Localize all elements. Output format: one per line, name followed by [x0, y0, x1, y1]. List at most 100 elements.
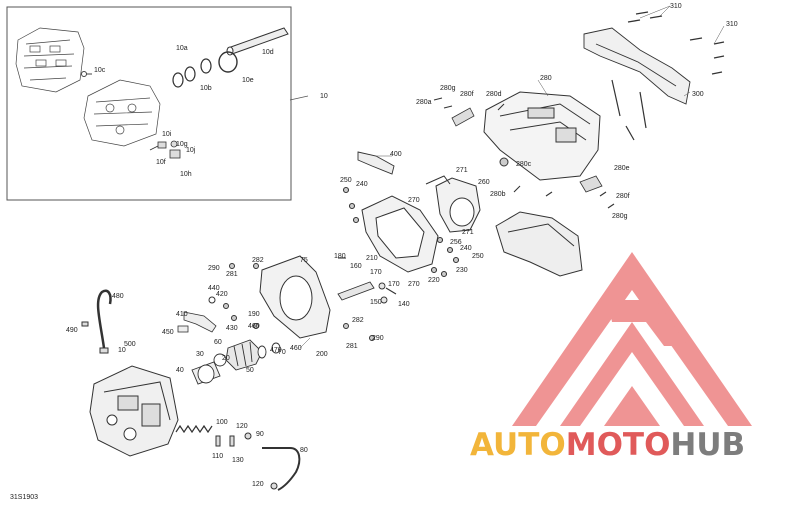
part-label-500: 500	[124, 341, 136, 348]
part-label-280: 280	[540, 75, 552, 82]
bracket-400	[357, 151, 395, 175]
part-label-120-2: 120	[252, 481, 264, 488]
part-label-10j: 10j	[186, 147, 196, 154]
part-label-271: 271	[456, 167, 468, 174]
part-label-420: 420	[216, 291, 228, 298]
part-label-140: 140	[398, 301, 410, 308]
part-label-280d: 280d	[486, 91, 502, 98]
part-label-10e: 10e	[242, 77, 254, 84]
diagram-code: 31S1903	[10, 494, 38, 501]
linkage-160	[337, 281, 388, 304]
part-label-490: 490	[66, 327, 78, 334]
part-label-130: 130	[232, 457, 244, 464]
gearbox-10	[89, 365, 179, 457]
shield-lower-280	[495, 211, 583, 277]
part-label-280f: 280f	[460, 91, 474, 98]
watermark-moto: MOTO	[566, 427, 671, 463]
engine-block-upper	[15, 27, 85, 93]
part-label-280f-2: 280f	[616, 193, 630, 200]
part-label-10f: 10f	[156, 159, 166, 166]
part-label-170: 170	[370, 269, 382, 276]
part-label-10c: 10c	[94, 67, 106, 74]
part-label-150: 150	[370, 299, 382, 306]
clip-120	[270, 482, 278, 490]
part-label-10g: 10g	[176, 141, 188, 148]
cover-280	[483, 91, 601, 181]
part-label-280g-2: 280g	[612, 213, 628, 220]
part-label-280e: 280e	[614, 165, 630, 172]
part-label-440: 440	[208, 285, 220, 292]
hose-480	[96, 289, 112, 349]
watermark-text: AUTOMOTOHUB	[470, 427, 745, 463]
part-label-50: 50	[246, 367, 254, 374]
bracket-271	[425, 175, 451, 185]
part-label-75: 75	[300, 257, 308, 264]
part-label-410: 410	[176, 311, 188, 318]
part-label-110: 110	[212, 453, 223, 460]
inset-box	[6, 6, 309, 201]
bolts-75	[223, 263, 375, 341]
part-label-180: 180	[334, 253, 346, 260]
fittings-10f-10j	[149, 140, 181, 159]
part-label-200: 200	[316, 351, 328, 358]
part-label-430: 430	[226, 325, 238, 332]
part-label-270: 270	[408, 197, 420, 204]
part-label-282-2: 282	[352, 317, 364, 324]
part-label-170-2: 170	[388, 281, 400, 288]
sleeve-40-30	[191, 353, 227, 385]
part-label-210: 210	[366, 255, 378, 262]
part-label-240: 240	[356, 181, 368, 188]
part-label-90: 90	[256, 431, 264, 438]
bracket-300	[583, 27, 691, 105]
part-label-120: 120	[236, 423, 248, 430]
part-label-300: 300	[692, 91, 704, 98]
oring-10e	[218, 51, 238, 73]
housing-210	[361, 195, 439, 273]
clips-280	[451, 107, 603, 193]
bolt-10c	[81, 71, 92, 77]
part-label-460: 460	[248, 323, 260, 330]
part-label-240-2: 240	[460, 245, 472, 252]
part-label-280b: 280b	[490, 191, 506, 198]
part-label-10i: 10i	[162, 131, 172, 138]
part-label-400: 400	[390, 151, 402, 158]
part-label-310-2: 310	[726, 21, 738, 28]
part-label-280a: 280a	[416, 99, 432, 106]
boot-50	[225, 339, 281, 371]
bolts-310	[627, 11, 725, 75]
part-label-271-2: 271	[462, 229, 474, 236]
manifold-260	[435, 177, 481, 233]
part-label-260: 260	[478, 179, 490, 186]
part-label-40: 40	[176, 367, 184, 374]
part-label-70: 70	[278, 349, 286, 356]
spring-100	[175, 424, 213, 434]
watermark-hub: HUB	[670, 427, 745, 463]
bolts-76	[611, 79, 647, 141]
part-label-190: 190	[248, 311, 260, 318]
part-label-250-2: 250	[472, 253, 484, 260]
part-label-60: 60	[214, 339, 222, 346]
part-label-310: 310	[670, 3, 682, 10]
washer-440	[208, 296, 216, 304]
small-bolts-280	[433, 97, 615, 209]
seal-rings	[172, 58, 212, 88]
cable-80	[262, 447, 301, 491]
tube-10d	[226, 27, 289, 56]
part-label-220: 220	[428, 277, 440, 284]
part-label-160: 160	[350, 263, 362, 270]
part-label-450: 450	[162, 329, 174, 336]
housing-75	[259, 255, 331, 339]
part-label-270-2: 270	[408, 281, 420, 288]
nut-280c	[499, 157, 509, 167]
part-label-10: 10	[320, 93, 328, 100]
pins-110-130	[215, 432, 252, 447]
part-label-10h: 10h	[180, 171, 192, 178]
part-label-290-2: 290	[372, 335, 384, 342]
part-label-470: 470	[270, 347, 282, 354]
part-label-280c: 280c	[516, 161, 532, 168]
part-label-290: 290	[208, 265, 220, 272]
part-label-281-2: 281	[346, 343, 358, 350]
bolts-middle	[338, 186, 460, 295]
watermark-logo	[512, 252, 752, 426]
part-label-250: 250	[340, 177, 352, 184]
